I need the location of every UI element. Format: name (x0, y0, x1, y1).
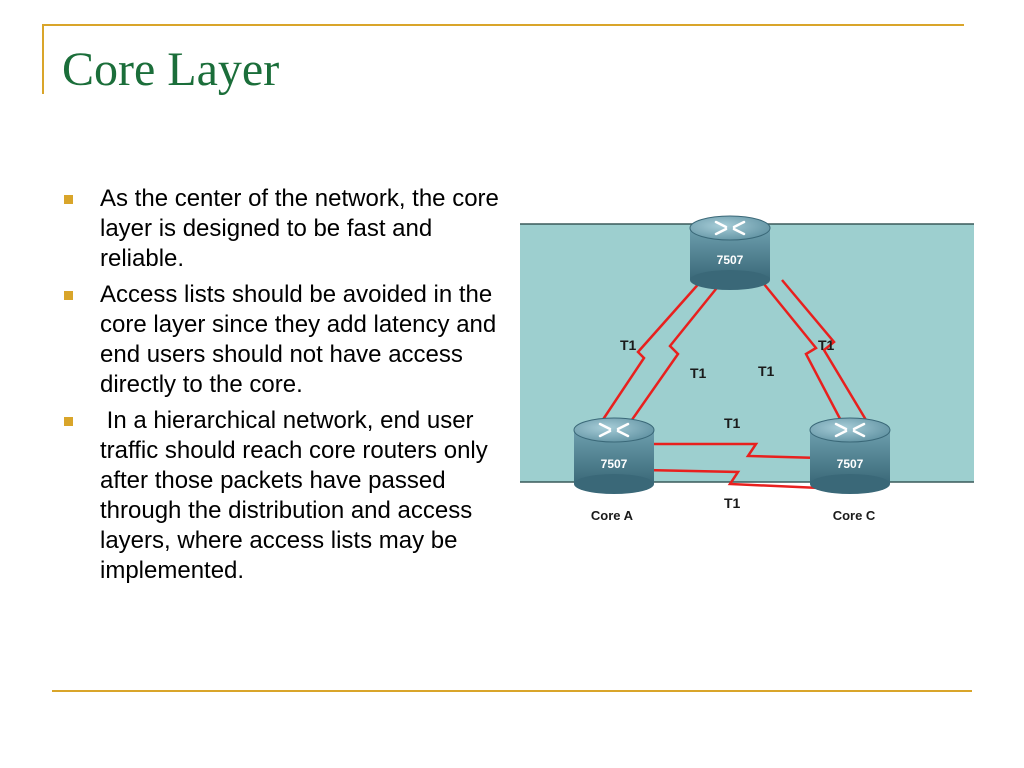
router-top-face (689, 215, 771, 241)
link-label: T1 (758, 363, 775, 379)
router-top: 7507 (689, 215, 771, 290)
links-top-left (594, 279, 721, 435)
router-arrows-icon (598, 422, 630, 438)
bullet-text: In a hierarchical network, end user traf… (100, 407, 495, 584)
bullet-text: Access lists should be avoided in the co… (100, 281, 497, 398)
bullet-square-icon (64, 417, 73, 426)
bullet-list: As the center of the network, the core l… (64, 184, 504, 592)
slide-title: Core Layer (62, 43, 280, 96)
bullet-item: Access lists should be avoided in the co… (64, 280, 504, 400)
router-arrows-icon (714, 220, 746, 236)
link-label: T1 (818, 337, 835, 353)
t1-link (763, 283, 850, 435)
bullet-square-icon (64, 195, 73, 204)
link-label: T1 (620, 337, 637, 353)
frame-bottom-rule (52, 690, 972, 692)
link-labels: T1 T1 T1 T1 T1 T1 (620, 337, 835, 511)
t1-link (594, 279, 703, 431)
router-model-label: 7507 (601, 457, 628, 471)
bullet-item: In a hierarchical network, end user traf… (64, 406, 504, 586)
frame-top-rule (42, 24, 964, 26)
bullet-square-icon (64, 291, 73, 300)
router-top-face (809, 417, 891, 443)
router-base (690, 270, 770, 290)
router-base (810, 474, 890, 494)
network-diagram-svg: T1 T1 T1 T1 T1 T1 7507 (520, 215, 974, 523)
router-core-a: 7507 Core A (573, 417, 655, 523)
router-name-label: Core A (591, 508, 634, 523)
t1-link (620, 283, 721, 435)
t1-link (643, 468, 821, 490)
router-top-face (573, 417, 655, 443)
router-base (574, 474, 654, 494)
frame-left-rule (42, 24, 44, 94)
router-model-label: 7507 (837, 457, 864, 471)
t1-link (644, 442, 821, 460)
links-top-right (763, 279, 874, 435)
link-label: T1 (724, 415, 741, 431)
link-label: T1 (724, 495, 741, 511)
links-bottom (643, 442, 821, 490)
t1-link (781, 279, 874, 431)
router-model-label: 7507 (717, 253, 744, 267)
bullet-text: As the center of the network, the core l… (100, 185, 499, 272)
bullet-item: As the center of the network, the core l… (64, 184, 504, 274)
link-label: T1 (690, 365, 707, 381)
router-core-c: 7507 Core C (809, 417, 891, 523)
router-arrows-icon (834, 422, 866, 438)
network-diagram: T1 T1 T1 T1 T1 T1 7507 (520, 212, 974, 532)
router-name-label: Core C (833, 508, 876, 523)
